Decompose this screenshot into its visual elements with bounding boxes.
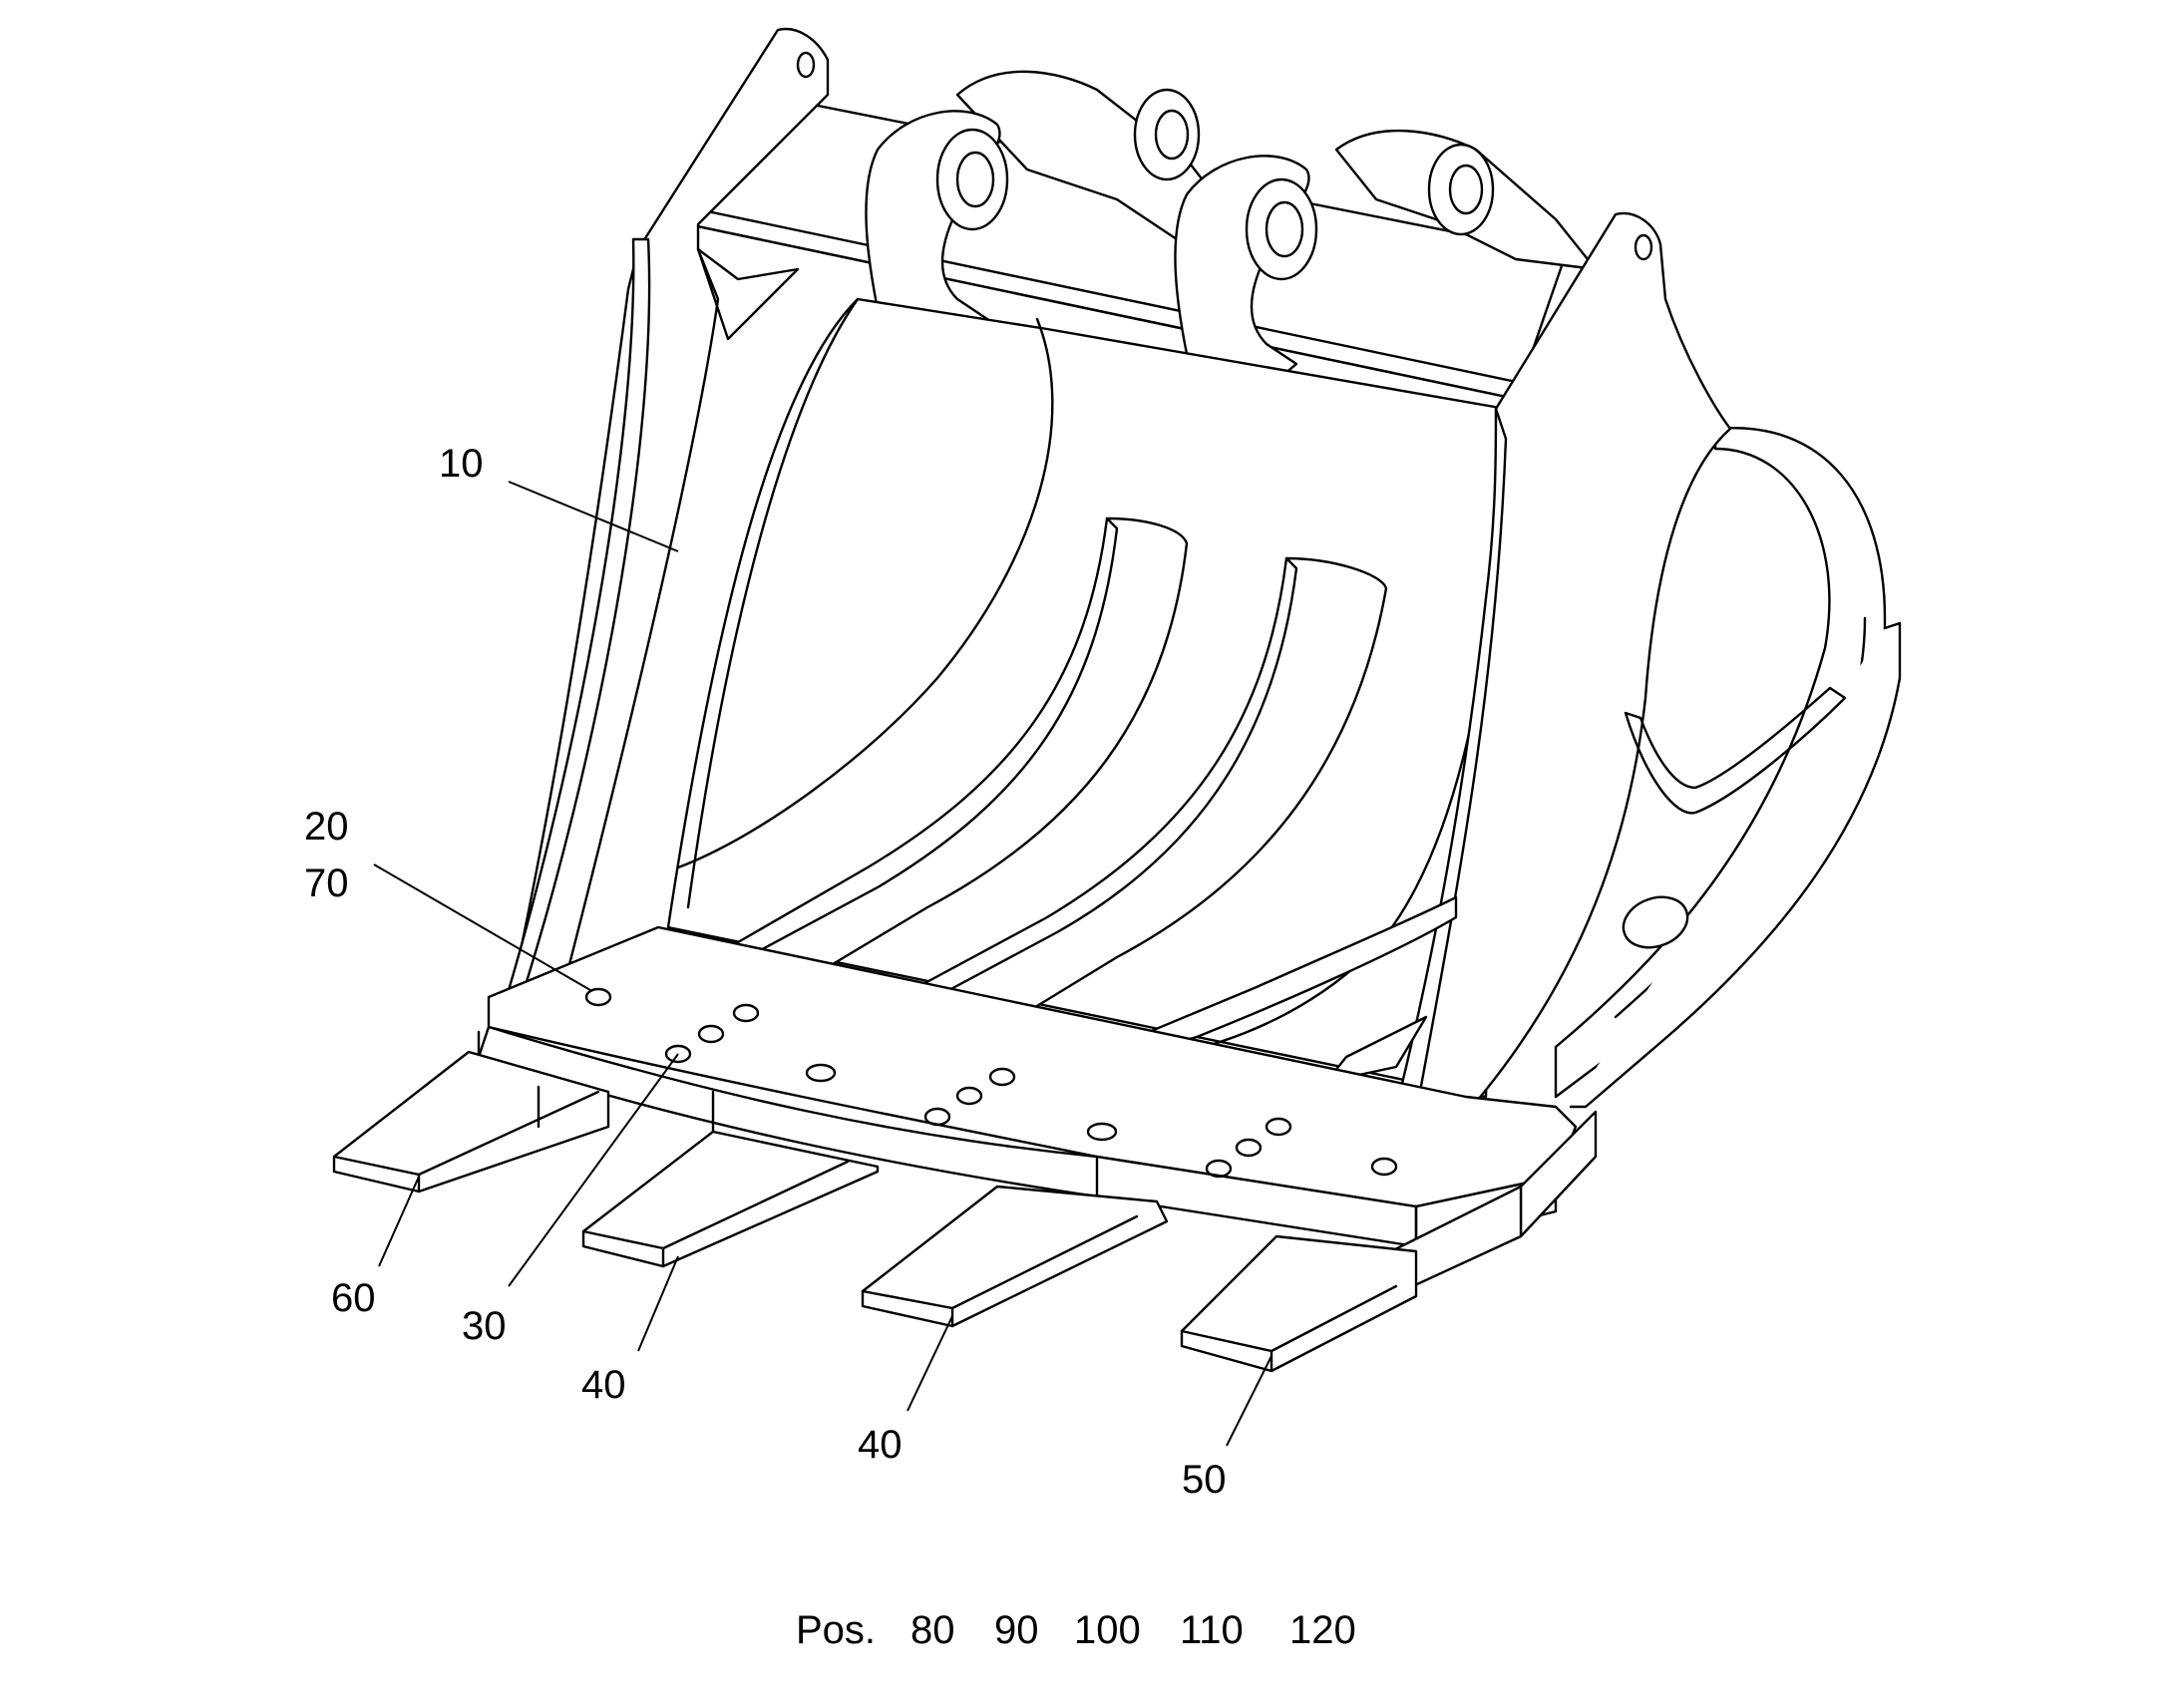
position-100: 100	[1074, 1608, 1141, 1652]
label-30: 30	[462, 1304, 507, 1348]
label-10: 10	[439, 442, 484, 486]
leader-40-left	[637, 1255, 679, 1352]
front-lugs	[865, 110, 1318, 392]
label-70: 70	[304, 861, 349, 905]
positions-prefix: Pos.	[796, 1608, 876, 1652]
leader-lines	[373, 481, 1272, 1447]
position-120: 120	[1289, 1608, 1356, 1652]
position-90: 90	[994, 1608, 1039, 1652]
reference-labels: 10 20 70 60 30 40 40 50	[304, 442, 1227, 1502]
label-50: 50	[1182, 1458, 1227, 1502]
leader-60	[378, 1176, 420, 1267]
leader-10	[508, 481, 679, 552]
right-side-wall	[1384, 211, 1847, 1189]
label-20: 20	[304, 805, 349, 849]
teeth	[332, 1050, 1418, 1373]
label-60: 60	[331, 1276, 376, 1320]
leader-20-70	[373, 863, 591, 991]
leader-50	[1226, 1355, 1272, 1447]
label-40-left: 40	[581, 1363, 626, 1407]
leader-40-right	[907, 1315, 953, 1412]
wear-ribs	[726, 516, 1458, 1084]
side-cutter	[1389, 1110, 1598, 1298]
label-40-right: 40	[858, 1423, 903, 1467]
position-110: 110	[1180, 1608, 1244, 1652]
position-80: 80	[910, 1608, 955, 1652]
positions-footer: Pos. 80 90 100 110 120	[796, 1608, 1356, 1652]
base-plate	[477, 925, 1578, 1248]
leader-30	[508, 1053, 679, 1287]
